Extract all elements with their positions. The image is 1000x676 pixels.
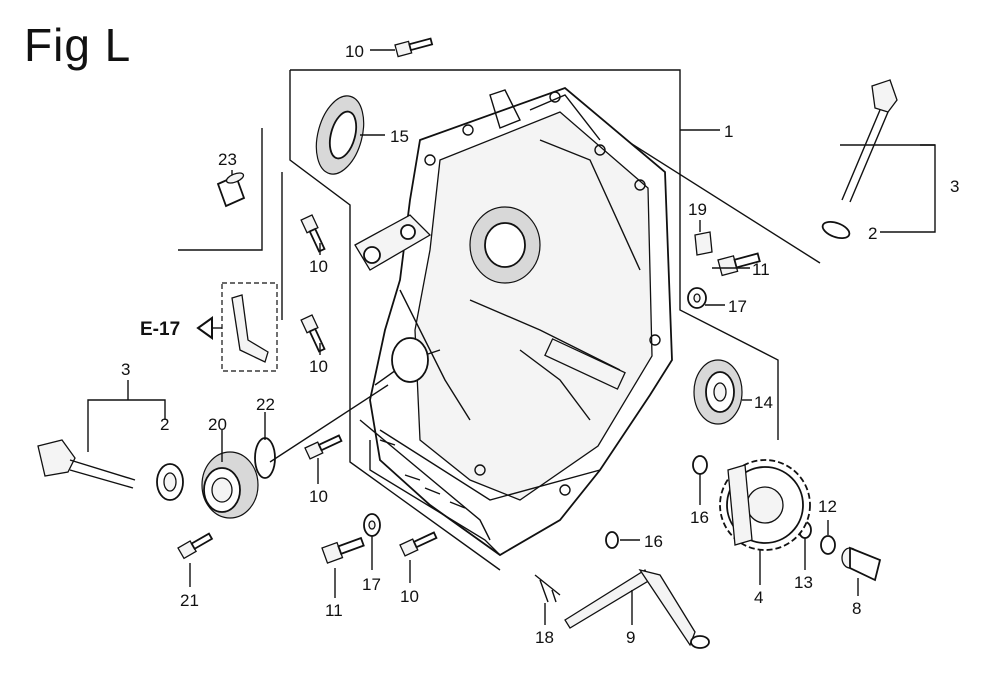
callout-20: 20	[208, 415, 227, 434]
dowel-pin-23	[216, 172, 246, 208]
callout-11: 11	[752, 260, 770, 279]
callout-15: 15	[390, 127, 409, 146]
callout-18: 18	[535, 628, 554, 647]
callout-16: 16	[690, 508, 709, 527]
crankcase-body	[354, 86, 673, 557]
callout-17: 17	[728, 297, 747, 316]
callout-10: 10	[400, 587, 419, 606]
callout-23: 23	[218, 150, 237, 169]
callout-2: 2	[160, 415, 169, 434]
callout-10: 10	[345, 42, 364, 61]
callout-12: 12	[818, 497, 837, 516]
callout-13: 13	[794, 573, 813, 592]
bolts	[177, 37, 761, 564]
oil-filler-cap-left	[37, 439, 184, 501]
callout-14: 14	[754, 393, 773, 412]
callout-numbers: 10 15 1 3 2 23 10 19 11 17 10 14 3 2 20 …	[121, 42, 959, 647]
reference-e17: E-17	[140, 319, 180, 340]
callout-1: 1	[724, 122, 733, 141]
governor-shaft-8	[841, 546, 882, 582]
callout-19: 19	[688, 200, 707, 219]
callout-10: 10	[309, 487, 328, 506]
governor-arm-9	[564, 568, 710, 649]
leader-lines	[189, 49, 859, 625]
callout-3: 3	[121, 360, 130, 379]
callout-17: 17	[362, 575, 381, 594]
retaining-clip-18	[534, 574, 561, 603]
governor-gear-4	[719, 459, 811, 551]
oil-seal-15	[315, 95, 365, 175]
callout-11: 11	[325, 601, 343, 620]
breather-hose-e17	[196, 282, 278, 372]
callout-2: 2	[868, 224, 877, 243]
callout-8: 8	[852, 599, 861, 618]
figure-title: Fig L	[24, 19, 132, 71]
callout-10: 10	[309, 357, 328, 376]
assembly-bracket-lines	[87, 69, 936, 571]
callout-21: 21	[180, 591, 199, 610]
callout-4: 4	[754, 588, 763, 607]
drain-plug-assembly	[201, 384, 389, 519]
callout-9: 9	[626, 628, 635, 647]
callout-22: 22	[256, 395, 275, 414]
callout-10: 10	[309, 257, 328, 276]
callout-16: 16	[644, 532, 663, 551]
callout-3: 3	[950, 177, 959, 196]
oil-filler-cap-right	[821, 79, 898, 240]
washers	[363, 231, 836, 555]
bearing-14	[693, 359, 743, 425]
